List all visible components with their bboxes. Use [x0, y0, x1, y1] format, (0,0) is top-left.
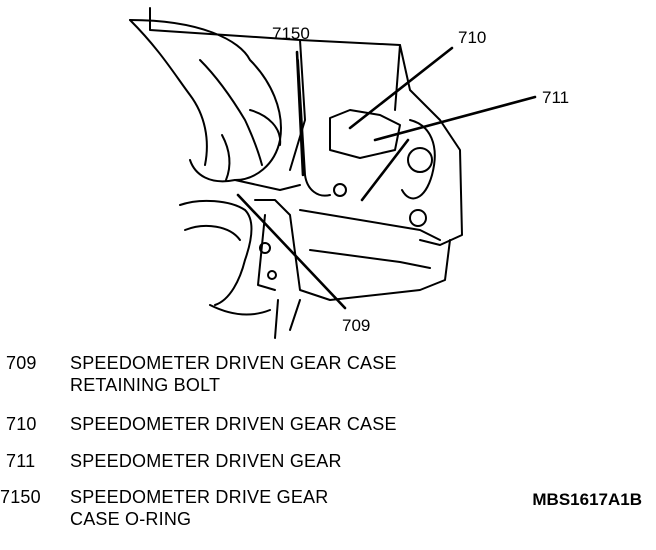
leader-710	[348, 46, 454, 130]
lower-hand	[179, 199, 253, 306]
callout-710: 710	[458, 28, 487, 47]
legend-line: SPEEDOMETER DRIVE GEAR	[70, 487, 329, 507]
leader-7150	[295, 50, 305, 177]
legend-description: SPEEDOMETER DRIVEN GEAR CASE	[70, 413, 490, 435]
leader-711	[373, 95, 537, 142]
callout-711: 711	[542, 88, 570, 107]
legend-line: RETAINING BOLT	[70, 375, 221, 395]
legend-line: SPEEDOMETER DRIVEN GEAR CASE	[70, 353, 397, 373]
leader-709	[236, 193, 347, 310]
lower-housing	[254, 199, 451, 301]
legend-item-710: 710 SPEEDOMETER DRIVEN GEAR CASE	[0, 413, 480, 435]
legend-number: 711	[6, 451, 36, 471]
legend-number: 709	[6, 353, 37, 373]
callout-709: 709	[342, 316, 371, 335]
legend-description: SPEEDOMETER DRIVE GEAR CASE O-RING	[70, 486, 490, 530]
legend-number: 7150	[0, 487, 41, 507]
legend-description: SPEEDOMETER DRIVEN GEAR	[70, 450, 490, 472]
legend-item-709: 709 SPEEDOMETER DRIVEN GEAR CASE RETAINI…	[0, 352, 480, 396]
legend-item-7150: 7150 SPEEDOMETER DRIVE GEAR CASE O-RING	[0, 486, 480, 530]
callout-7150: 7150	[272, 24, 310, 43]
legend-line: CASE O-RING	[70, 509, 192, 529]
figure-id: MBS1617A1B	[532, 490, 642, 509]
legend-item-711: 711 SPEEDOMETER DRIVEN GEAR	[0, 450, 480, 472]
legend-number: 710	[6, 414, 37, 434]
legend-line: SPEEDOMETER DRIVEN GEAR	[70, 451, 342, 471]
speedometer-gear-illustration	[129, 7, 537, 339]
legend-line: SPEEDOMETER DRIVEN GEAR CASE	[70, 414, 397, 434]
legend-description: SPEEDOMETER DRIVEN GEAR CASE RETAINING B…	[70, 352, 490, 396]
upper-hand	[129, 19, 282, 183]
